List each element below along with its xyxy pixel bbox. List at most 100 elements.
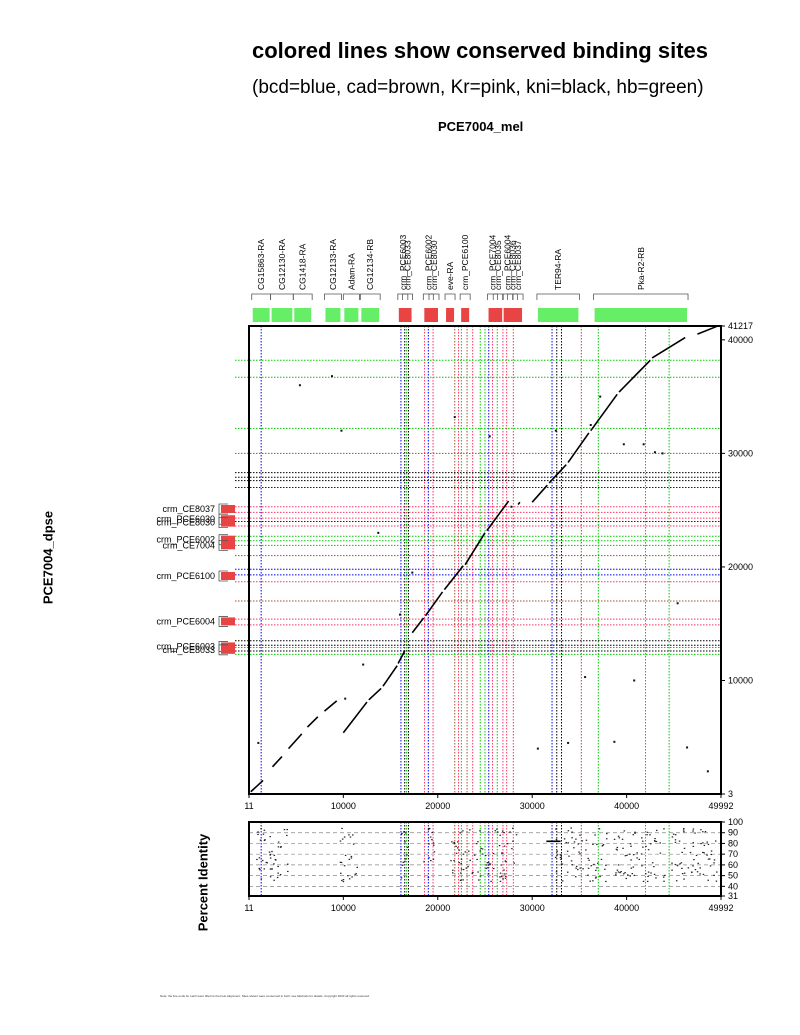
x-crm-label: crm_PCE6002 xyxy=(423,234,433,290)
y-crm-box xyxy=(221,535,235,544)
alignment-dot xyxy=(642,443,645,446)
identity-tick-label: 80 xyxy=(728,838,738,848)
identity-point xyxy=(427,876,430,879)
identity-point xyxy=(462,869,465,871)
alignment-segment xyxy=(531,484,548,503)
identity-point xyxy=(629,875,632,877)
gene-label: TER94-RA xyxy=(553,249,563,290)
identity-plot-frame xyxy=(248,821,722,897)
identity-point xyxy=(590,865,593,867)
x-tick-label: 10000 xyxy=(331,801,356,811)
identity-point xyxy=(585,849,587,851)
identity-point xyxy=(500,864,502,866)
identity-point xyxy=(354,873,356,875)
identity-point xyxy=(458,862,460,864)
identity-point xyxy=(341,827,343,830)
identity-point xyxy=(502,878,504,880)
identity-point xyxy=(556,850,558,852)
identity-point xyxy=(624,872,626,874)
identity-point xyxy=(650,872,652,874)
alignment-dot xyxy=(536,747,539,750)
identity-point xyxy=(642,846,644,848)
footer-note: Note: the line ends for each were fitted… xyxy=(160,994,370,998)
identity-point xyxy=(642,880,645,883)
identity-point xyxy=(620,871,622,873)
identity-point xyxy=(653,866,655,868)
gene-bracket xyxy=(324,293,342,300)
identity-point xyxy=(634,832,636,834)
gene-bracket xyxy=(270,293,294,300)
identity-point xyxy=(681,851,683,854)
identity-point xyxy=(351,876,353,878)
identity-tick-label: 100 xyxy=(728,817,743,827)
identity-point xyxy=(602,843,605,846)
identity-point xyxy=(269,857,272,859)
identity-point xyxy=(627,874,629,876)
identity-point xyxy=(257,833,259,836)
identity-point xyxy=(469,859,471,861)
identity-point xyxy=(469,829,471,831)
identity-point xyxy=(615,848,618,850)
identity-point xyxy=(492,852,495,855)
identity-point xyxy=(260,878,263,880)
identity-point xyxy=(400,877,403,879)
identity-point xyxy=(692,828,695,830)
x-crm-box xyxy=(398,308,407,322)
identity-point xyxy=(621,838,624,840)
identity-point xyxy=(504,875,507,877)
identity-point xyxy=(556,854,558,856)
x-crm-bracket xyxy=(422,293,434,300)
identity-point xyxy=(509,831,511,833)
identity-point xyxy=(343,836,346,838)
x-crm-label: crm_CE8036 xyxy=(507,240,517,290)
identity-point xyxy=(265,861,268,864)
identity-point xyxy=(600,858,603,860)
identity-point xyxy=(655,877,657,879)
identity-point xyxy=(694,832,696,834)
identity-point xyxy=(692,845,695,848)
gene-bracket xyxy=(536,293,580,300)
identity-point xyxy=(479,875,482,877)
alignment-segment xyxy=(287,733,303,750)
identity-point xyxy=(432,844,435,846)
identity-point xyxy=(625,877,628,880)
identity-point xyxy=(573,847,575,849)
identity-point xyxy=(431,831,434,834)
identity-point xyxy=(699,867,701,869)
identity-point xyxy=(355,873,357,875)
alignment-dot xyxy=(298,384,301,387)
identity-point xyxy=(605,880,607,883)
identity-point xyxy=(702,842,704,844)
identity-point xyxy=(432,858,435,860)
identity-point xyxy=(348,858,351,860)
alignment-dot xyxy=(340,429,343,432)
identity-point xyxy=(713,859,716,861)
identity-point xyxy=(432,842,435,844)
x-crm-label: crm_CE8037 xyxy=(513,240,523,290)
x-crm-label: crm_PCE7004 xyxy=(488,234,498,290)
identity-point xyxy=(654,837,656,840)
identity-point xyxy=(506,843,509,845)
identity-point xyxy=(427,829,430,831)
identity-point xyxy=(708,858,711,860)
identity-point xyxy=(428,827,431,830)
identity-point xyxy=(404,841,406,843)
identity-point xyxy=(488,863,491,865)
identity-point xyxy=(672,833,675,835)
identity-point xyxy=(577,868,579,871)
identity-point xyxy=(653,840,656,842)
identity-point xyxy=(504,877,507,879)
identity-point xyxy=(588,859,590,861)
identity-point xyxy=(428,857,430,859)
identity-point xyxy=(499,876,501,878)
identity-point xyxy=(490,880,492,883)
identity-point xyxy=(706,841,709,843)
identity-point xyxy=(702,851,704,854)
identity-point xyxy=(692,842,695,844)
identity-point xyxy=(256,858,258,861)
identity-point xyxy=(597,862,599,864)
identity-x-tick-label: 30000 xyxy=(520,903,545,913)
identity-point xyxy=(704,831,707,833)
identity-point xyxy=(492,867,495,870)
